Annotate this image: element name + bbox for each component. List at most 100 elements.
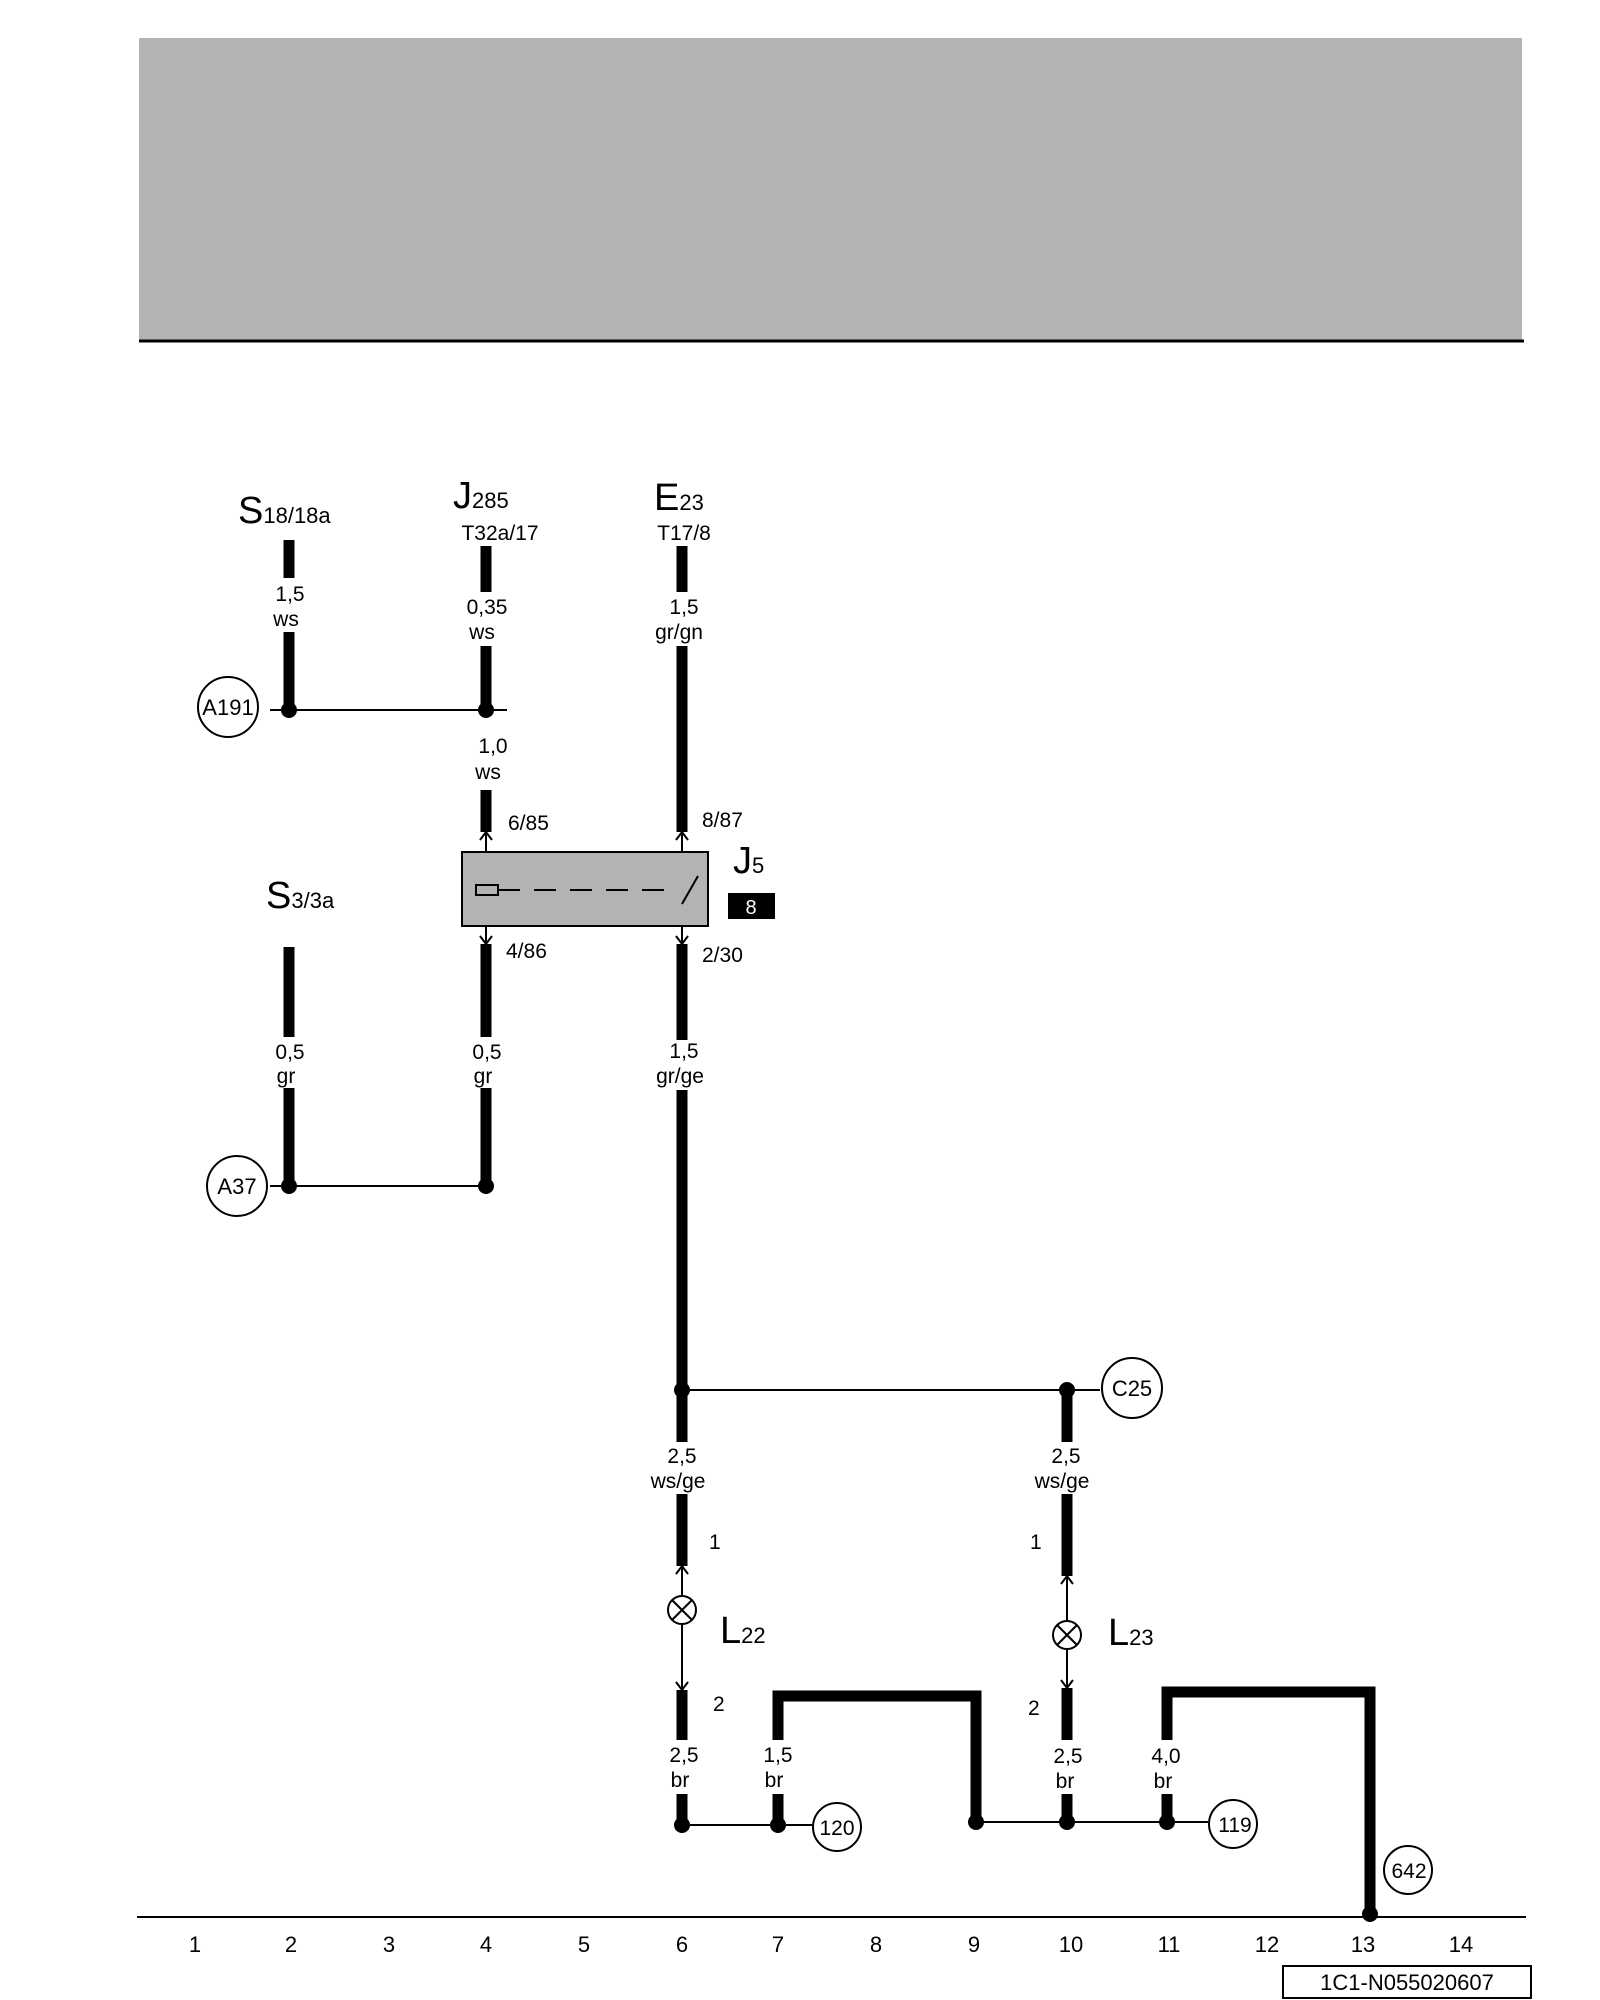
junction-dot	[1059, 1814, 1075, 1830]
track-number: 3	[383, 1932, 395, 1957]
wire-label-l22-out: 2,5 br	[669, 1744, 698, 1792]
svg-text:1,5: 1,5	[763, 1744, 792, 1767]
pin-arrow-486	[479, 935, 493, 946]
wire-label-ground11: 4,0 br	[1151, 1745, 1180, 1793]
pin-label-887: 8/87	[702, 809, 743, 832]
l23-pin-arrow-top	[1060, 1574, 1074, 1585]
pin-label-685: 6/85	[508, 812, 549, 835]
svg-text:gr/gn: gr/gn	[655, 621, 703, 644]
track-number: 5	[578, 1932, 590, 1957]
junction-dot	[1159, 1814, 1175, 1830]
ground-point-120: 120	[812, 1802, 862, 1852]
wire-ground7-bridge	[772, 1690, 982, 1822]
svg-text:ws: ws	[272, 608, 299, 631]
pin-label-l23-1: 1	[1030, 1531, 1042, 1554]
svg-text:0,35: 0,35	[467, 596, 508, 619]
track-number: 10	[1059, 1932, 1083, 1957]
wire-label-s18-top: 1,5 ws	[272, 583, 304, 631]
svg-text:gr: gr	[474, 1065, 493, 1088]
pin-arrow-887	[675, 830, 689, 841]
pin-label-230: 2/30	[702, 944, 743, 967]
junction-dot	[968, 1814, 984, 1830]
junction-dot	[674, 1382, 690, 1398]
svg-text:ws: ws	[474, 761, 501, 784]
svg-text:ws/ge: ws/ge	[1034, 1470, 1090, 1493]
svg-text:120: 120	[819, 1817, 854, 1840]
svg-text:A37: A37	[217, 1174, 256, 1199]
wire-ground11-bridge	[1161, 1686, 1376, 1914]
track-number: 2	[285, 1932, 297, 1957]
bulb-l23	[1052, 1620, 1082, 1650]
junction-dot	[281, 702, 297, 718]
l22-pin-arrow-top	[675, 1564, 689, 1575]
connector-a191: A191	[197, 676, 259, 738]
svg-text:2,5: 2,5	[1053, 1745, 1082, 1768]
svg-text:1,5: 1,5	[275, 583, 304, 606]
svg-text:ws/ge: ws/ge	[650, 1470, 706, 1493]
label-j285-pin: T32a/17	[461, 522, 538, 545]
wire-label-l23-in: 2,5 ws/ge	[1034, 1445, 1090, 1493]
header-band	[139, 38, 1522, 340]
track-number: 1	[189, 1932, 201, 1957]
svg-text:0,5: 0,5	[275, 1041, 304, 1064]
pin-label-l22-2: 2	[713, 1693, 725, 1716]
label-j285: J285	[453, 475, 509, 517]
l23-pin-arrow-bottom	[1060, 1679, 1074, 1690]
svg-text:gr/ge: gr/ge	[656, 1065, 704, 1088]
pin-arrow-230	[675, 935, 689, 946]
connector-c25: C25	[1101, 1357, 1163, 1419]
svg-text:br: br	[765, 1769, 784, 1792]
svg-text:C25: C25	[1112, 1376, 1152, 1401]
track-number: 13	[1351, 1932, 1375, 1957]
bulb-l22	[667, 1595, 697, 1625]
svg-text:642: 642	[1391, 1860, 1426, 1883]
wire-label-s3: 0,5 gr	[275, 1041, 304, 1088]
svg-text:ws: ws	[468, 621, 495, 644]
track-number: 11	[1158, 1932, 1181, 1957]
wire-label-j285-top: 0,35 ws	[467, 596, 508, 644]
junction-dot	[478, 1178, 494, 1194]
track-number: 8	[870, 1932, 882, 1957]
svg-text:0,5: 0,5	[472, 1041, 501, 1064]
j5-slot-label: 8	[745, 897, 756, 919]
svg-text:1,5: 1,5	[669, 596, 698, 619]
label-s3: S3/3a	[266, 875, 335, 917]
l22-pin-arrow-bottom	[675, 1681, 689, 1692]
junction-dot	[281, 1178, 297, 1194]
svg-text:119: 119	[1218, 1814, 1251, 1837]
pin-arrow-685	[479, 830, 493, 841]
wire-label-j5-in: 1,0 ws	[474, 735, 507, 784]
connector-a37: A37	[206, 1155, 268, 1217]
svg-text:br: br	[1056, 1770, 1075, 1793]
track-number: 4	[480, 1932, 492, 1957]
doc-id: 1C1-N055020607	[1320, 1970, 1494, 1995]
svg-text:1,5: 1,5	[669, 1040, 698, 1063]
svg-text:2,5: 2,5	[667, 1445, 696, 1468]
wire-label-ground7: 1,5 br	[763, 1744, 792, 1792]
label-s18: S18/18a	[238, 490, 331, 532]
junction-dot	[674, 1817, 690, 1833]
wire-label-j5-main: 1,5 gr/ge	[656, 1040, 704, 1088]
wire-label-l23-out: 2,5 br	[1053, 1745, 1082, 1793]
wire-label-e23-top: 1,5 gr/gn	[655, 596, 703, 644]
ground-point-642: 642	[1383, 1845, 1433, 1895]
doc-id-box	[1282, 1965, 1532, 1999]
junction-dot	[478, 702, 494, 718]
label-e23: E23	[654, 477, 704, 519]
ground-point-119: 119	[1208, 1799, 1258, 1849]
label-j5: J5	[733, 840, 764, 882]
j5-slot-badge	[728, 893, 775, 919]
svg-text:2,5: 2,5	[1051, 1445, 1080, 1468]
track-number: 6	[676, 1932, 688, 1957]
track-number: 12	[1255, 1932, 1279, 1957]
label-e23-pin: T17/8	[657, 522, 711, 545]
svg-text:2,5: 2,5	[669, 1744, 698, 1767]
svg-text:1,0: 1,0	[478, 735, 507, 758]
pin-label-486: 4/86	[506, 940, 547, 963]
svg-text:br: br	[1154, 1770, 1173, 1793]
svg-text:br: br	[671, 1769, 690, 1792]
svg-text:4,0: 4,0	[1151, 1745, 1180, 1768]
svg-text:A191: A191	[202, 695, 253, 720]
